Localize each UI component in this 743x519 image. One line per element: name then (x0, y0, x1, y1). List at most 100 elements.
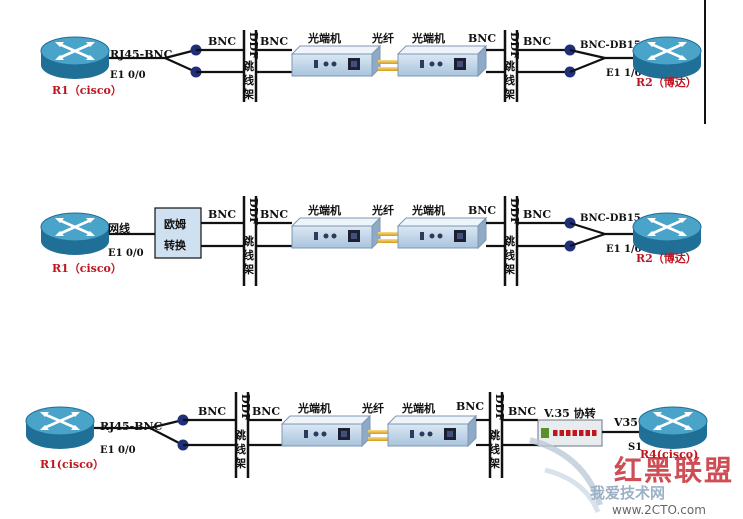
optical-terminal-label: 光端机 (411, 31, 445, 45)
protocol-converter-led (579, 430, 584, 436)
converter-left-label: RJ45-BNC (110, 48, 173, 61)
optical-terminal-b (387, 415, 477, 447)
router-r-right-icon[interactable] (631, 35, 703, 81)
protocol-converter-led (541, 428, 549, 438)
bnc-label: BNC (508, 405, 536, 418)
bnc-label: BNC (198, 405, 226, 418)
optical-terminal-b (397, 45, 487, 77)
ddf-label: 线 (243, 248, 254, 262)
optical-terminal-label: 光端机 (297, 401, 331, 415)
interface-left-label: E1 0/0 (110, 70, 146, 81)
ddf-label: 线 (235, 442, 246, 456)
ddf-label: 架 (242, 87, 254, 101)
converter-right-label: BNC-DB15 (580, 213, 641, 224)
ddf-label: 架 (488, 456, 500, 470)
ddf-label: 架 (242, 262, 254, 276)
protocol-converter (537, 419, 603, 447)
router-right-label: R2（博达） (636, 251, 697, 265)
optical-terminal-label: 光端机 (401, 401, 435, 415)
router-r1-label: R1（cisco） (52, 84, 122, 97)
ddf-label: 跳 (504, 234, 515, 248)
interface-right-label: E1 1/0 (606, 68, 642, 79)
cable-line (164, 56, 197, 74)
fiber-label: 光纤 (371, 203, 394, 217)
router-r1-label: R1（cisco） (52, 262, 122, 275)
bnc-label: BNC (208, 208, 236, 221)
ddf-patch-panel-b: DDF 跳线架 (503, 196, 521, 286)
cable-line (569, 221, 606, 236)
ddf-label: DDF (508, 32, 521, 59)
router-r1-icon[interactable] (24, 405, 96, 451)
bnc-label: BNC (456, 400, 484, 413)
router-r1-icon[interactable] (39, 211, 111, 257)
router-right-label: R4(cisco) (640, 448, 698, 461)
optical-terminal-b (397, 217, 487, 249)
fiber-label: 光纤 (361, 401, 384, 415)
protocol-converter-led (566, 430, 571, 436)
balun-box (154, 207, 202, 259)
router-r1-icon[interactable] (39, 35, 111, 81)
fiber-link (368, 430, 390, 441)
router-r-right-icon[interactable] (637, 405, 709, 451)
converter-left-label: RJ45-BNC (100, 420, 163, 433)
protocol-converter-led (592, 430, 597, 436)
watermark-brand: 红黑联盟 (614, 454, 734, 487)
ddf-label: 线 (243, 73, 254, 87)
router-r1-label: R1(cisco） (40, 458, 104, 471)
ddf-label: 线 (504, 248, 515, 262)
ddf-label: DDF (493, 394, 506, 421)
fiber-label: 光纤 (371, 31, 394, 45)
watermark-site: www.2CTO.com (612, 503, 706, 517)
interface-right-label: E1 1/0 (606, 244, 642, 255)
ddf-label: 线 (489, 442, 500, 456)
interface-left-label: E1 0/0 (108, 248, 144, 259)
ddf-label: 架 (503, 87, 515, 101)
ddf-label: DDF (247, 32, 260, 59)
cable-line (149, 427, 184, 446)
ddf-patch-panel-b: DDF 跳线架 (488, 392, 506, 478)
watermark-swoosh (529, 437, 603, 506)
bnc-label: BNC (260, 208, 288, 221)
optical-terminal-a (291, 217, 381, 249)
ddf-patch-panel-a: DDF 跳线架 (234, 392, 252, 478)
ddf-label: 跳 (243, 234, 254, 248)
optical-terminal-label: 光端机 (307, 203, 341, 217)
protocol-converter-led (553, 430, 558, 436)
optical-terminal-a (281, 415, 371, 447)
ddf-label: 跳 (504, 59, 515, 73)
bnc-label: BNC (523, 35, 551, 48)
ddf-label: 跳 (243, 59, 254, 73)
cable-label: 网线 (108, 221, 130, 235)
watermark-slogan: 我爱技术网 (590, 484, 665, 502)
protocol-converter-led (559, 430, 564, 436)
optical-terminal-label: 光端机 (411, 203, 445, 217)
ddf-label: DDF (239, 394, 252, 421)
router-right-label: R2（博达） (636, 75, 697, 89)
cable-line (569, 48, 606, 60)
bnc-label: BNC (260, 35, 288, 48)
ddf-label: 架 (234, 456, 246, 470)
bnc-label: BNC (523, 208, 551, 221)
optical-terminal-a (291, 45, 381, 77)
s1-interface-label: S1 (628, 442, 642, 453)
fiber-link (378, 232, 400, 243)
cable-line (569, 232, 606, 248)
protocol-converter-led (585, 430, 590, 436)
converter-right-label: BNC-DB15 (580, 40, 641, 51)
bnc-label: BNC (468, 204, 496, 217)
balun-label: 欧姆 (164, 217, 186, 231)
router-r-right-icon[interactable] (631, 211, 703, 257)
ddf-label: 跳 (235, 428, 246, 442)
ddf-label: DDF (508, 198, 521, 225)
ddf-label: 架 (503, 262, 515, 276)
ddf-label: 跳 (489, 428, 500, 442)
fiber-link (378, 60, 400, 71)
